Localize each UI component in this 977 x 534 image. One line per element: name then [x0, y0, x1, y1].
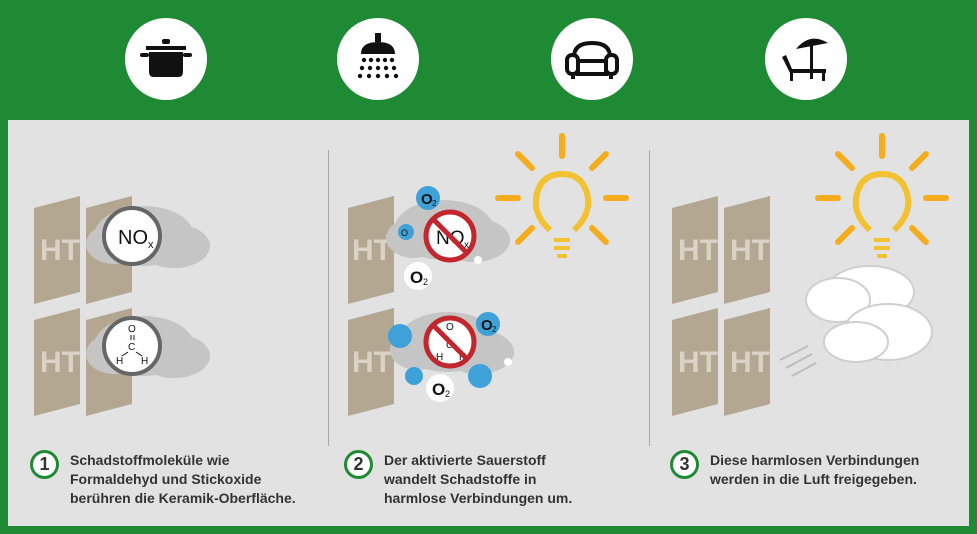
sun-lightbulb-icon — [498, 136, 626, 256]
svg-text:O: O — [432, 380, 445, 399]
sunbed-circle — [765, 18, 847, 100]
svg-text:O: O — [410, 268, 423, 287]
sun-lightbulb-icon — [818, 136, 946, 256]
step-2-text: Der aktivierte Sauerstoff wandelt Schads… — [384, 452, 573, 506]
formaldehyde-o: O — [446, 322, 454, 333]
clean-air-clouds — [779, 265, 933, 377]
nox-molecule: NO x — [102, 206, 162, 266]
divider-1 — [328, 150, 329, 446]
process-panel: HT HT NO x O C H H HT HT — [8, 120, 969, 526]
tile-label: HT — [40, 346, 80, 379]
tile-label: HT — [730, 346, 770, 379]
nox-label: NO — [118, 227, 148, 249]
formaldehyde-h: H — [116, 356, 123, 367]
armchair-circle — [551, 18, 633, 100]
tile-label: HT — [678, 346, 718, 379]
nox-subscript: x — [148, 239, 154, 251]
stage-3-ceramic-surface — [672, 196, 770, 416]
divider-2 — [649, 150, 650, 446]
svg-text:O: O — [421, 191, 433, 208]
formaldehyde-c: C — [446, 340, 453, 351]
oxygen-bubbles: O 2 O O 2 O 2 O 2 — [388, 186, 512, 402]
svg-text:O: O — [481, 317, 493, 334]
cooking-pot-circle — [125, 18, 207, 100]
svg-text:2: 2 — [492, 325, 497, 334]
formaldehyde-neutralized: O C H H — [426, 318, 474, 366]
step-3-text: Diese harmlosen Verbindungen werden in d… — [710, 452, 920, 487]
tile-label: HT — [678, 234, 718, 267]
step-3-badge: 3 — [670, 450, 699, 479]
formaldehyde-o: O — [128, 324, 136, 335]
svg-text:2: 2 — [423, 277, 428, 287]
process-illustration: HT HT NO x O C H H HT HT — [34, 120, 969, 416]
nox-neutralized: NO x — [426, 212, 474, 260]
tile-label: HT — [352, 346, 392, 379]
shower-icon — [357, 33, 399, 79]
svg-text:2: 2 — [432, 199, 437, 208]
cooking-pot-icon — [140, 39, 192, 77]
step-2-badge: 2 — [344, 450, 373, 479]
tile-label: HT — [730, 234, 770, 267]
formaldehyde-c: C — [128, 342, 135, 353]
svg-text:2: 2 — [445, 389, 450, 399]
usage-icon-row — [0, 0, 977, 120]
tile-label: HT — [352, 234, 392, 267]
step-1-badge: 1 — [30, 450, 59, 479]
sunbed-umbrella-icon — [782, 38, 828, 81]
svg-text:O: O — [401, 228, 408, 238]
formaldehyde-h: H — [141, 356, 148, 367]
tile-label: HT — [40, 234, 80, 267]
armchair-icon — [565, 40, 619, 79]
step-1-text: Schadstoffmoleküle wie Formaldehyd und S… — [70, 452, 296, 506]
formaldehyde-molecule: O C H H — [102, 316, 162, 376]
stage-2-ceramic-surface — [348, 196, 394, 416]
nox-subscript: x — [464, 240, 469, 251]
shower-circle — [337, 18, 419, 100]
formaldehyde-h: H — [436, 352, 443, 363]
